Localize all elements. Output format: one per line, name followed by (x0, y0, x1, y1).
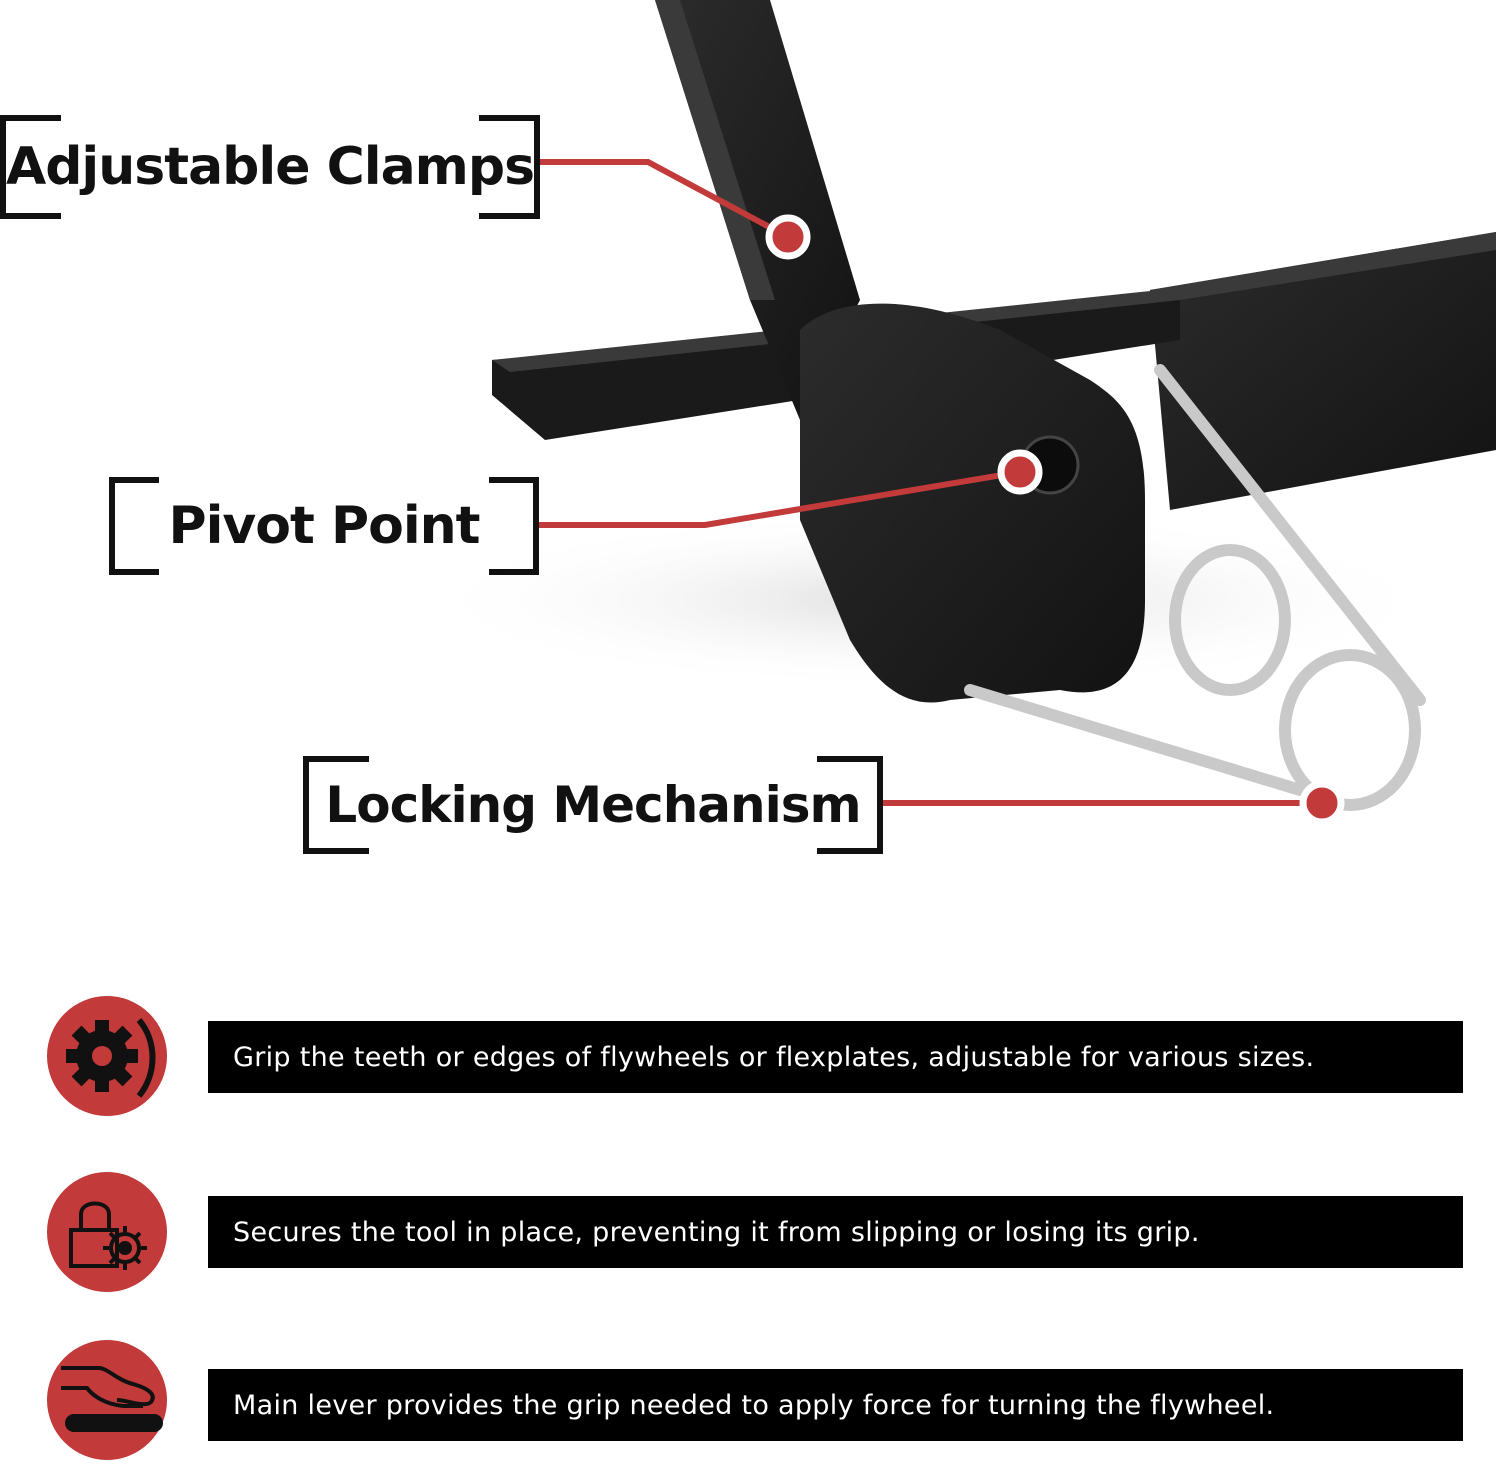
label-pivot-point: Pivot Point (168, 496, 480, 556)
feature-text-lever: Main lever provides the grip needed to a… (208, 1369, 1463, 1441)
pivot-marker-dot (997, 449, 1043, 495)
label-locking-mechanism: Locking Mechanism (325, 776, 861, 834)
locking-marker-dot (1299, 780, 1345, 826)
leader-lines (538, 159, 1322, 806)
horizontal-bar (1150, 232, 1496, 510)
bracket-left (303, 756, 369, 854)
callout-adjustable-clamps: Adjustable Clamps (0, 115, 540, 219)
horizontal-bar-top (1150, 232, 1496, 300)
clamp-marker-dot (765, 214, 811, 260)
bracket-right (817, 756, 883, 854)
bracket-left (0, 115, 61, 219)
gear-icon (47, 996, 167, 1116)
bracket-right (489, 477, 539, 575)
hand-lever-icon (47, 1340, 167, 1460)
label-adjustable-clamps: Adjustable Clamps (5, 137, 535, 197)
lock-gear-icon (47, 1172, 167, 1292)
feature-row-lock: Secures the tool in place, preventing it… (0, 1172, 1496, 1292)
feature-text-grip: Grip the teeth or edges of flywheels or … (208, 1021, 1463, 1093)
feature-row-grip: Grip the teeth or edges of flywheels or … (0, 996, 1496, 1116)
spring (964, 364, 1426, 811)
bracket-left (109, 477, 159, 575)
upright-arm-edge (655, 0, 775, 300)
pivot-plate (800, 303, 1145, 703)
callout-pivot-point: Pivot Point (109, 477, 539, 577)
callout-locking-mechanism: Locking Mechanism (303, 756, 883, 856)
feature-text-lock: Secures the tool in place, preventing it… (208, 1196, 1463, 1268)
feature-row-lever: Main lever provides the grip needed to a… (0, 1340, 1496, 1460)
bracket-right (479, 115, 540, 219)
